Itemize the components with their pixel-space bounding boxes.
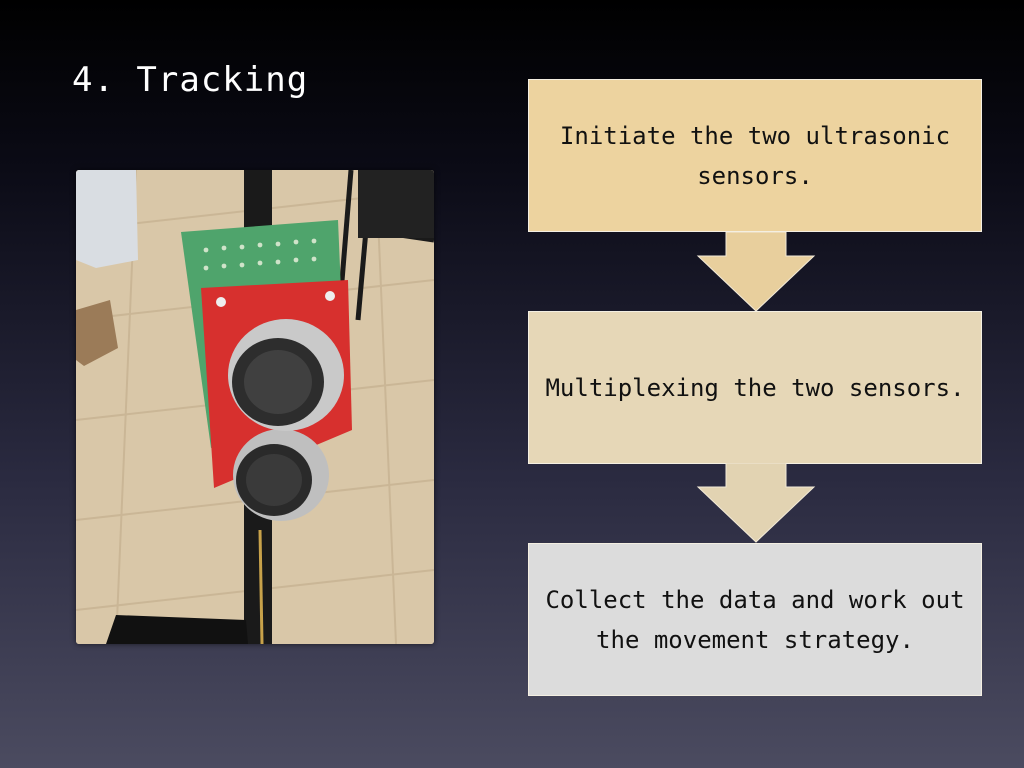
- flow-step-2: Multiplexing the two sensors.: [528, 311, 982, 464]
- flow-step-2-text: Multiplexing the two sensors.: [535, 368, 974, 408]
- slide-title: 4. Tracking: [72, 60, 308, 100]
- flow-step-3-text: Collect the data and work out the moveme…: [529, 580, 981, 660]
- down-arrow-1: [696, 232, 816, 312]
- flow-step-1-text: Initiate the two ultrasonic sensors.: [529, 116, 981, 196]
- down-arrow-2: [696, 463, 816, 543]
- ultrasonic-sensor-photo: [76, 170, 434, 644]
- flow-step-1: Initiate the two ultrasonic sensors.: [528, 79, 982, 232]
- flow-step-3: Collect the data and work out the moveme…: [528, 543, 982, 696]
